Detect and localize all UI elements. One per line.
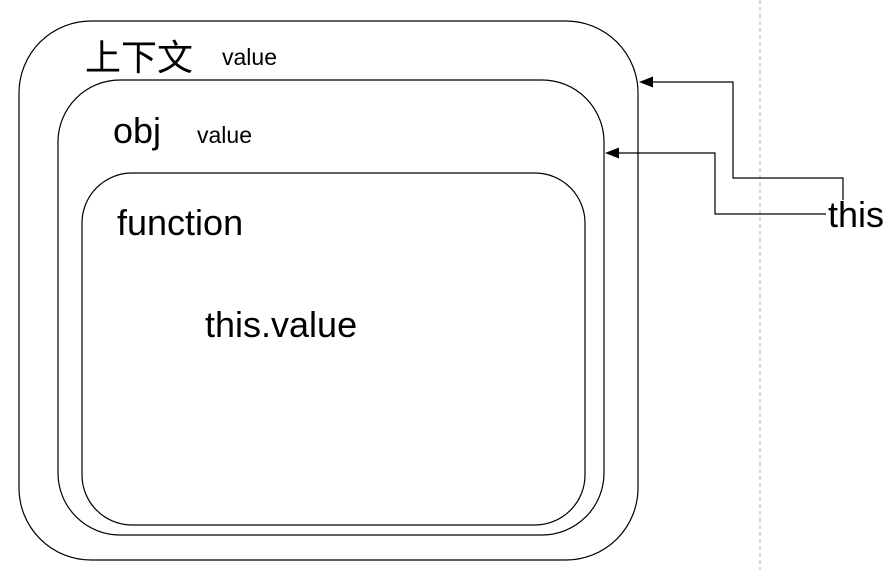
arrow-line-to-obj-box — [608, 152, 826, 215]
arrowhead-context-icon — [639, 76, 653, 88]
obj-box-value-label: value — [197, 122, 252, 148]
context-box-value-label: value — [222, 44, 277, 70]
function-box-label: function — [117, 202, 243, 243]
context-box — [18, 20, 639, 561]
context-box-label: 上下文 — [85, 37, 193, 78]
arrow-line-to-context-box — [642, 81, 844, 200]
obj-box — [57, 79, 605, 536]
function-box — [81, 172, 586, 526]
obj-box-label: obj — [113, 110, 161, 151]
this-value-expression: this.value — [205, 304, 357, 345]
this-pointer-label: this — [828, 194, 884, 235]
arrowhead-obj-icon — [605, 147, 619, 159]
